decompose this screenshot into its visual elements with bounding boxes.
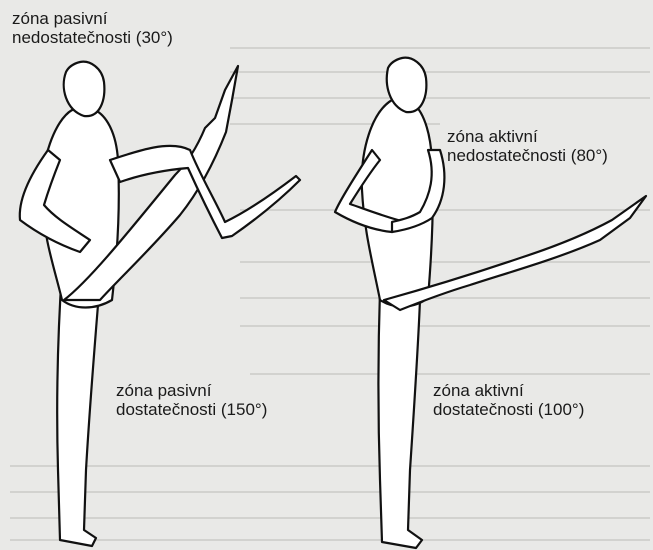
label-passive-sufficiency: zóna pasivní dostatečnosti (150°) <box>116 381 267 419</box>
label-active-sufficiency-line2: dostatečnosti (100°) <box>433 400 584 419</box>
standing-leg-left-figure <box>57 270 100 546</box>
label-active-insufficiency: zóna aktivní nedostatečnosti (80°) <box>447 127 608 165</box>
label-passive-sufficiency-line2: dostatečnosti (150°) <box>116 400 267 419</box>
label-passive-insufficiency-line1: zóna pasivní <box>12 9 173 28</box>
label-passive-insufficiency: zóna pasivní nedostatečnosti (30°) <box>12 9 173 47</box>
label-passive-insufficiency-line2: nedostatečnosti (30°) <box>12 28 173 47</box>
figure-passive <box>20 62 300 546</box>
label-active-sufficiency-line1: zóna aktivní <box>433 381 584 400</box>
torso-right-figure <box>362 100 433 307</box>
label-passive-sufficiency-line1: zóna pasivní <box>116 381 267 400</box>
label-active-insufficiency-line1: zóna aktivní <box>447 127 608 146</box>
label-active-insufficiency-line2: nedostatečnosti (80°) <box>447 146 608 165</box>
standing-leg-right-figure <box>379 290 423 548</box>
head-left-figure <box>64 62 105 116</box>
label-active-sufficiency: zóna aktivní dostatečnosti (100°) <box>433 381 584 419</box>
